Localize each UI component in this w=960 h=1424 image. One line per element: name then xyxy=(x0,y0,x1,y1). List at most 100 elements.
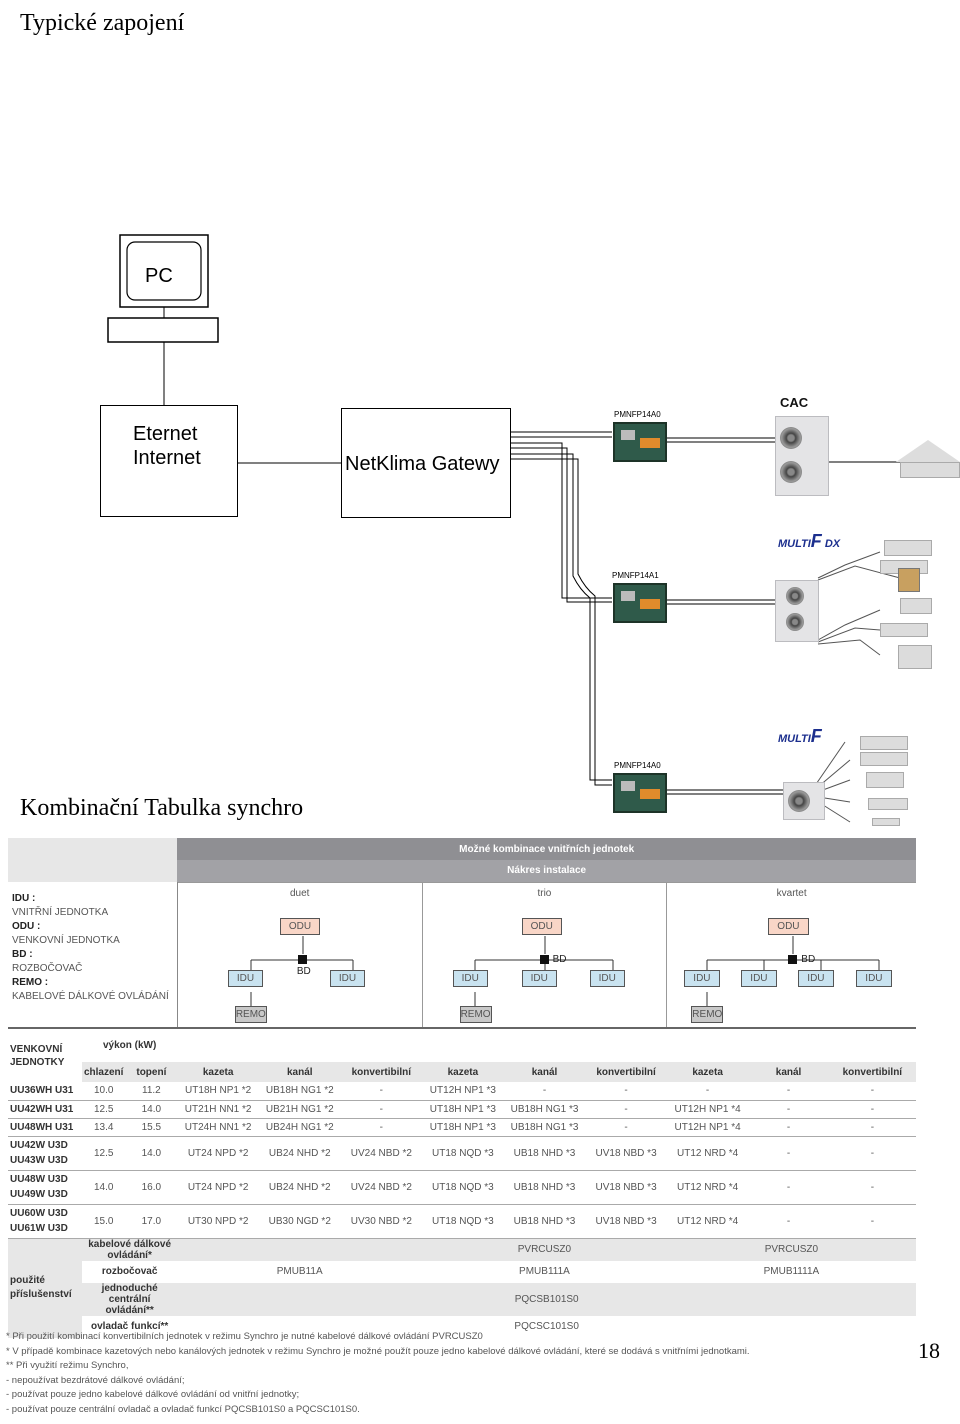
footnote: * V případě kombinace kazetových nebo ka… xyxy=(6,1345,750,1357)
model-cell: - xyxy=(870,1215,875,1227)
power-cool: 10.0 xyxy=(93,1085,114,1097)
power-cool: 15.0 xyxy=(93,1215,114,1227)
model-cell: UT24H NN1 *2 xyxy=(184,1121,252,1133)
acc-remote-val: PVRCUSZ0 xyxy=(517,1244,572,1255)
footnote: ** Při využití režimu Synchro, xyxy=(6,1360,129,1371)
wall-unit-1 xyxy=(884,540,932,556)
cassette-unit-cac xyxy=(896,440,960,462)
model-cell: UT18H NP1 *2 xyxy=(185,1085,252,1097)
section-title: Kombinační Tabulka synchro xyxy=(20,795,304,821)
odu-chip: ODU xyxy=(521,918,562,935)
model-cell: UV24 NBD *2 xyxy=(350,1147,412,1159)
idu-chip: IDU xyxy=(452,970,488,987)
module-top-label: PMNFP14A0 xyxy=(614,410,661,419)
gateway-module-bottom xyxy=(613,773,667,813)
model-cell: UT30 NPD *2 xyxy=(187,1215,249,1227)
page-number: 18 xyxy=(918,1338,940,1363)
remo-chip: REMO xyxy=(691,1006,724,1023)
power-heat: 11.2 xyxy=(142,1085,161,1097)
console-unit-2 xyxy=(872,818,900,826)
gateway-box: NetKlima Gatewy xyxy=(341,408,511,518)
col-outdoor-units: VENKOVNÍ JEDNOTKY xyxy=(10,1043,65,1068)
connection-lines xyxy=(107,234,905,823)
pc-label: PC xyxy=(145,265,173,287)
footnote: - nepoužívat bezdrátové dálkové ovládání… xyxy=(6,1374,185,1386)
bd-label: BD xyxy=(801,954,816,965)
acc-remote-label: kabelové dálkové ovládání* xyxy=(88,1238,172,1261)
model-cell: UT18H NP1 *3 xyxy=(429,1121,496,1133)
model-cell: UB21H NG1 *2 xyxy=(265,1103,334,1115)
model-cell: - xyxy=(786,1181,791,1193)
ethernet-box: Eternet Internet xyxy=(100,405,238,517)
acc-branch-val: PMUB111A xyxy=(519,1266,570,1277)
power-heat: 14.0 xyxy=(141,1103,162,1115)
col-type: kazeta xyxy=(447,1066,479,1078)
gateway-label: NetKlima Gatewy xyxy=(345,453,500,475)
model-cell: UB18 NHD *3 xyxy=(513,1181,576,1193)
idu-chip: IDU xyxy=(227,970,264,987)
model-cell: UT18 NQD *3 xyxy=(432,1215,494,1227)
power-cool: 14.0 xyxy=(93,1181,114,1193)
model-cell: - xyxy=(870,1121,875,1133)
acc-branch-label: rozbočovač xyxy=(101,1266,158,1277)
col-type: kanál xyxy=(531,1066,558,1078)
model-cell: UV18 NBD *3 xyxy=(595,1181,657,1193)
module-bottom-label: PMNFP14A0 xyxy=(614,761,661,770)
odu-chip: ODU xyxy=(768,918,809,935)
multi-f-outdoor-unit xyxy=(783,782,825,820)
acc-central-label: jednoduché centrální ovládání** xyxy=(101,1282,158,1316)
group-trio: trio xyxy=(422,881,668,904)
model-cell: - xyxy=(786,1103,791,1115)
model-cell: UB24H NG1 *2 xyxy=(265,1121,334,1133)
model-cell: UT12 NRD *4 xyxy=(677,1181,739,1193)
col-heating: topení xyxy=(136,1066,167,1078)
acc-branch-val: PMUB1111A xyxy=(763,1266,820,1277)
kvartet-installation: ODU BD IDU IDU IDU IDU REMO xyxy=(667,904,916,1028)
model-cell: UV30 NBD *2 xyxy=(350,1215,412,1227)
acc-function-label: ovladač funkcí** xyxy=(91,1321,169,1332)
wall-unit-4 xyxy=(860,752,908,766)
idu-chip: IDU xyxy=(329,970,366,987)
idu-chip: IDU xyxy=(741,970,777,987)
model-cell: UT18 NQD *3 xyxy=(432,1181,494,1193)
cac-logo: CAC xyxy=(780,395,809,410)
bd-label: BD xyxy=(552,954,567,965)
model-cell: UB18 NHD *3 xyxy=(513,1215,576,1227)
model-cell: UV18 NBD *3 xyxy=(595,1215,657,1227)
cassette-unit-2 xyxy=(900,598,932,614)
model-cell: UB30 NGD *2 xyxy=(268,1215,331,1227)
model-cell: - xyxy=(870,1103,875,1115)
remo-chip: REMO xyxy=(459,1006,492,1023)
acc-remote-val: PVRCUSZ0 xyxy=(764,1244,819,1255)
legend: IDU : VNITŘNÍ JEDNOTKA ODU : VENKOVNÍ JE… xyxy=(8,882,178,1028)
footnote: - používat pouze jedno kabelové dálkové … xyxy=(6,1389,300,1400)
power-cool: 13.4 xyxy=(93,1121,114,1133)
model-cell: UB18H NG1 *2 xyxy=(265,1085,334,1097)
col-power: výkon (kW) xyxy=(102,1040,157,1051)
power-heat: 14.0 xyxy=(141,1147,162,1159)
group-kvartet: kvartet xyxy=(666,881,916,904)
gateway-module-mid xyxy=(613,583,667,623)
acc-branch-val: PMUB11A xyxy=(276,1266,323,1277)
cac-outdoor-unit xyxy=(775,416,829,496)
acc-central-val: PQCSB101S0 xyxy=(514,1293,579,1305)
model-cell: - xyxy=(870,1085,875,1097)
model-cell: UT18 NQD *3 xyxy=(432,1147,494,1159)
model-cell: - xyxy=(624,1085,628,1097)
model-cell: - xyxy=(379,1121,383,1133)
footnote: * Při použití kombinací konvertibilních … xyxy=(6,1331,483,1342)
model-cell: UB18H NG1 *3 xyxy=(510,1121,579,1133)
model-cell: UT12H NP1 *3 xyxy=(429,1085,496,1097)
combination-table: Možné kombinace vnitřních jednotek Nákre… xyxy=(8,838,916,1338)
console-unit xyxy=(898,645,932,669)
model-cell: UT12 NRD *4 xyxy=(677,1147,739,1159)
header-sub: Nákres instalace xyxy=(177,860,916,882)
group-duet: duet xyxy=(177,881,423,904)
trio-installation: ODU BD IDU IDU IDU REMO xyxy=(422,904,668,1028)
power-heat: 16.0 xyxy=(141,1181,162,1193)
model-cell: UT12H NP1 *4 xyxy=(674,1121,741,1133)
